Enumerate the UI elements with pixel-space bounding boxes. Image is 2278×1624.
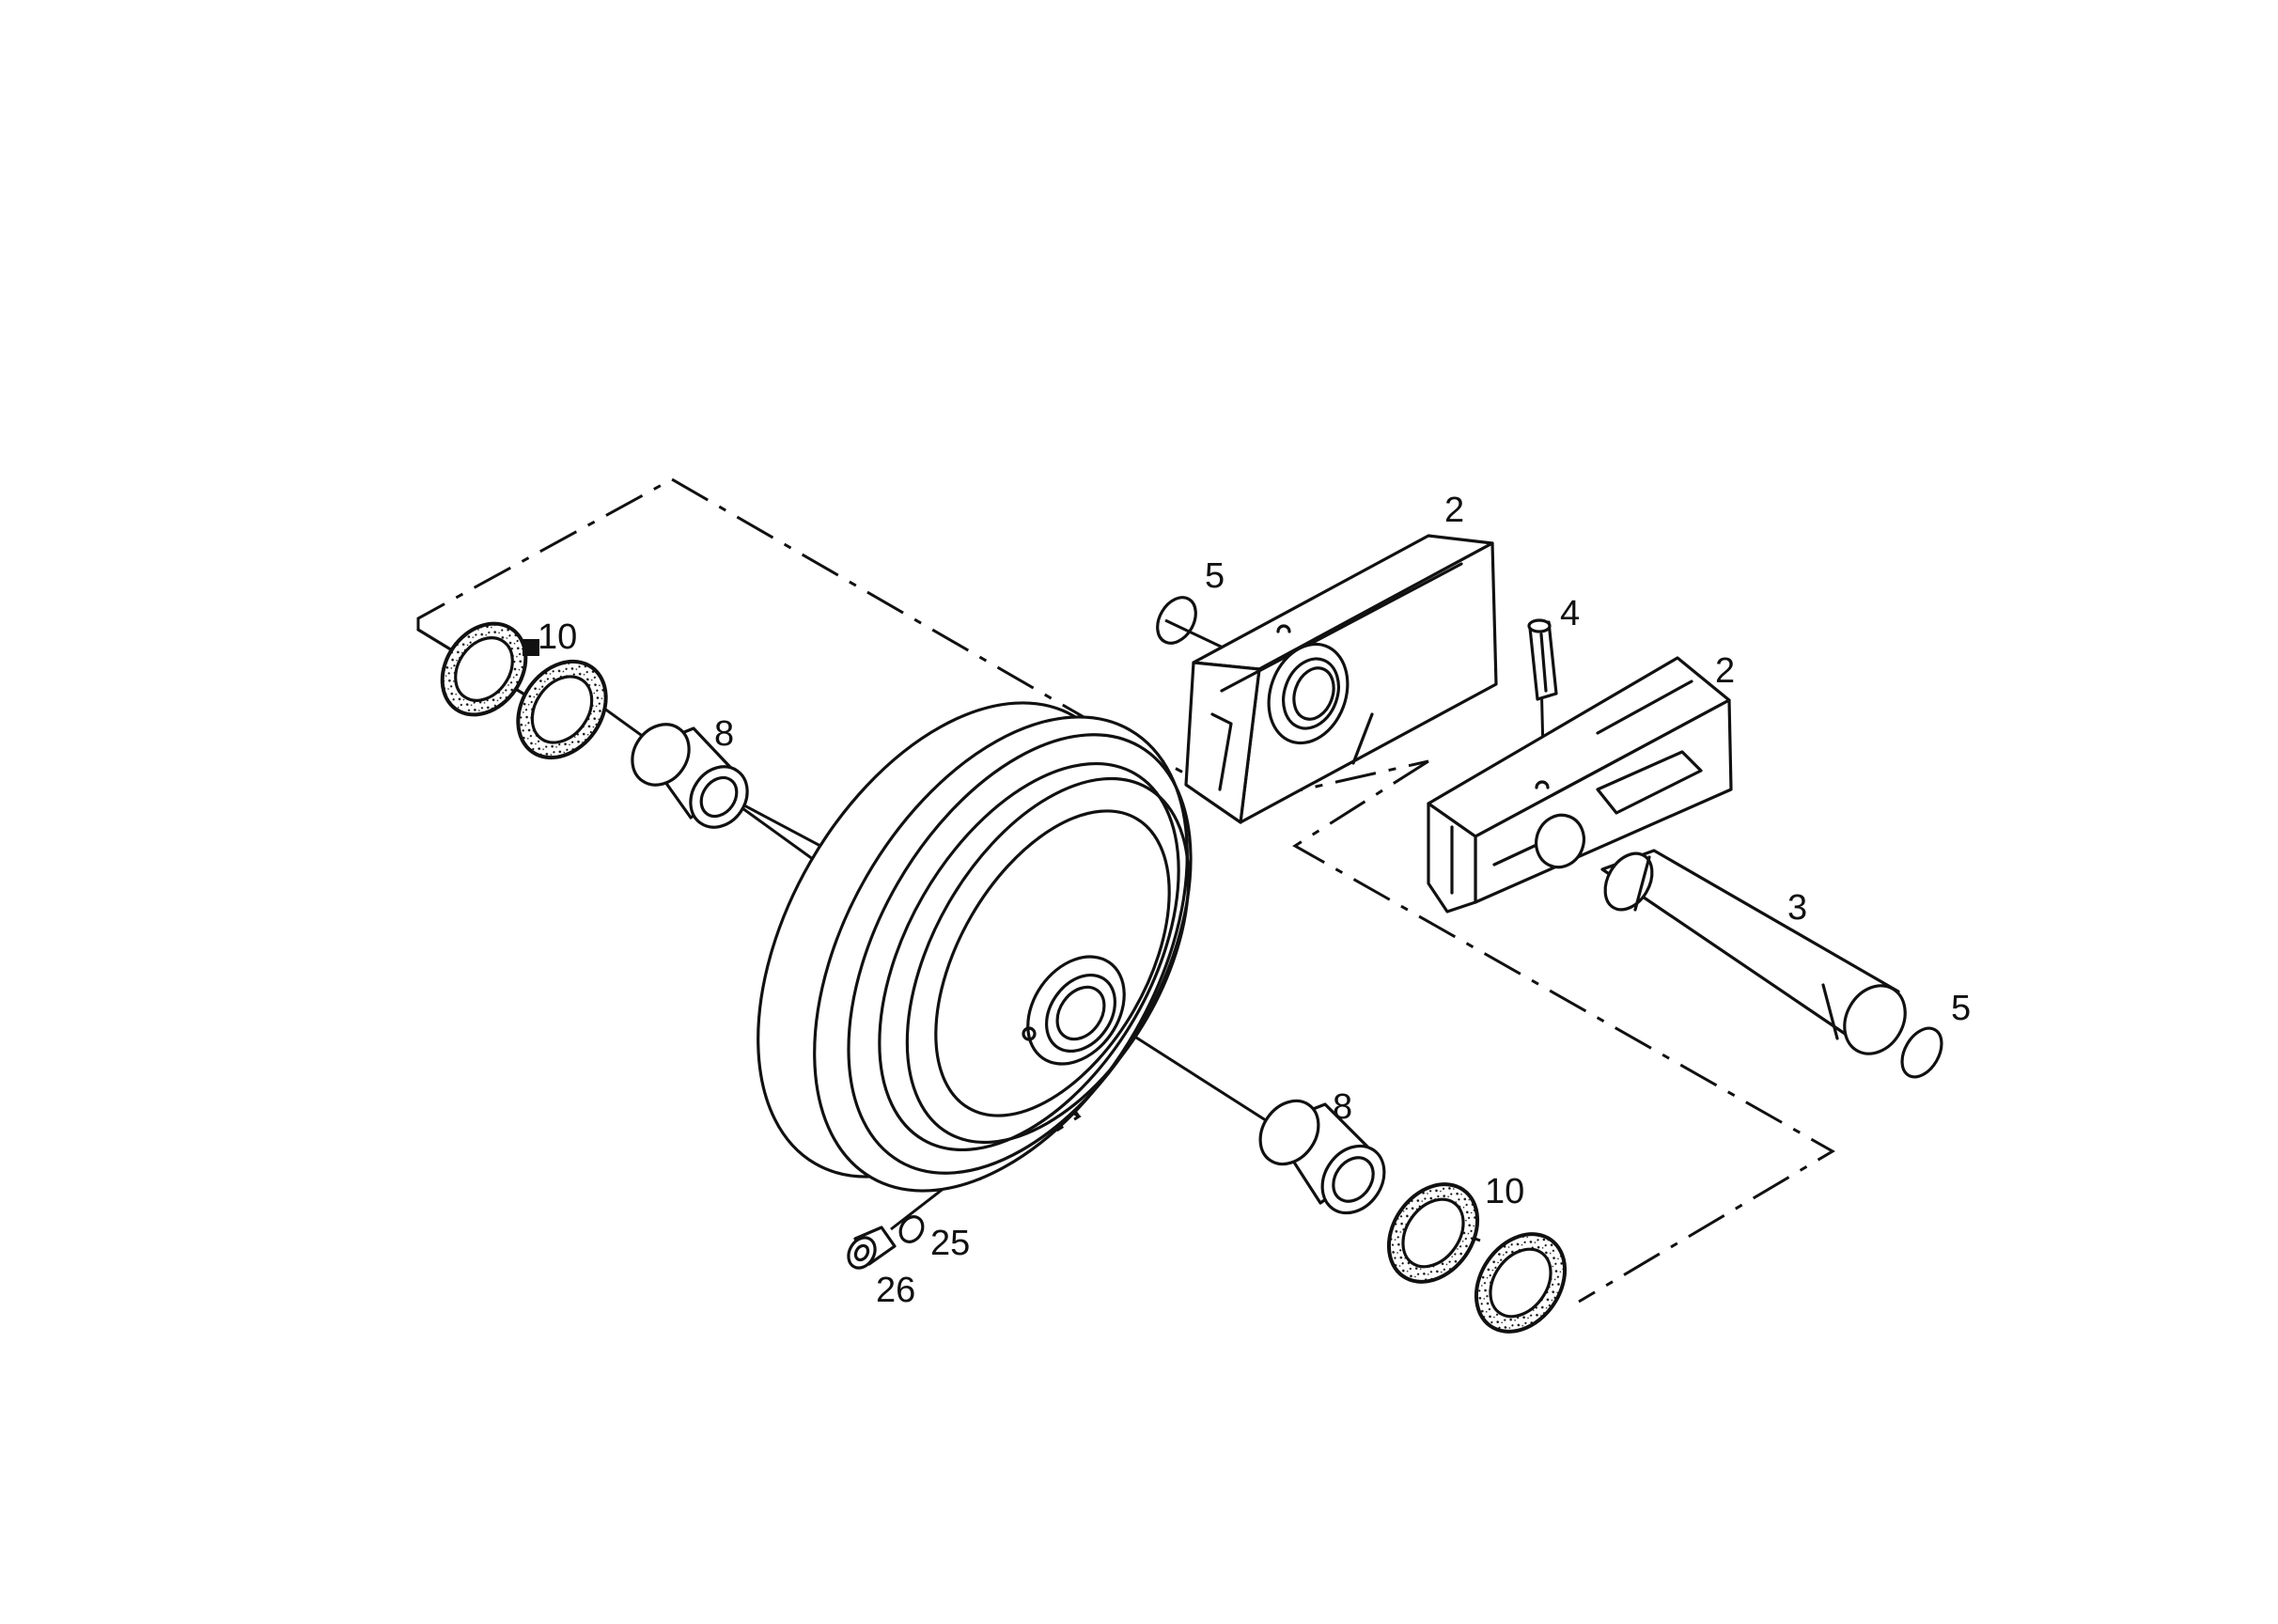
- seal-ring-upper-outer: [440, 621, 528, 717]
- callout-labels: 10 8 5 2 4 2 3 5 8 10 25 26: [538, 491, 1971, 1310]
- bracket-upper: [1184, 534, 1498, 824]
- seal-marker-square: [523, 639, 539, 656]
- oring-right: [1900, 1026, 1943, 1079]
- callout-plug: 26: [876, 1271, 915, 1310]
- callout-oring-small: 25: [930, 1224, 970, 1263]
- pin: [1527, 618, 1558, 701]
- callout-bracket-lower: 2: [1715, 651, 1735, 691]
- idler-wheel: [757, 701, 1193, 1193]
- callout-oring-right: 5: [1951, 989, 1971, 1028]
- oring-small: [898, 1215, 925, 1243]
- plug: [847, 1226, 897, 1270]
- seal-ring-lower-outer: [1474, 1232, 1568, 1334]
- bracket-lower: [1427, 656, 1733, 914]
- shaft: [1600, 849, 1907, 1055]
- callout-bushing-upper: 8: [714, 714, 734, 754]
- seal-ring-lower-inner: [1386, 1182, 1480, 1284]
- callout-bracket-upper: 2: [1444, 491, 1464, 530]
- callout-shaft: 3: [1787, 888, 1807, 928]
- callout-seal-lower: 10: [1485, 1172, 1524, 1211]
- callout-oring-top: 5: [1205, 556, 1225, 596]
- callout-pin: 4: [1560, 594, 1580, 633]
- oring-top: [1156, 596, 1197, 645]
- bushing-lower: [1258, 1099, 1386, 1215]
- bushing-upper: [631, 723, 749, 829]
- callout-bushing-lower: 8: [1333, 1087, 1352, 1127]
- callout-seal-upper: 10: [538, 617, 577, 657]
- seal-ring-upper-inner: [516, 659, 608, 760]
